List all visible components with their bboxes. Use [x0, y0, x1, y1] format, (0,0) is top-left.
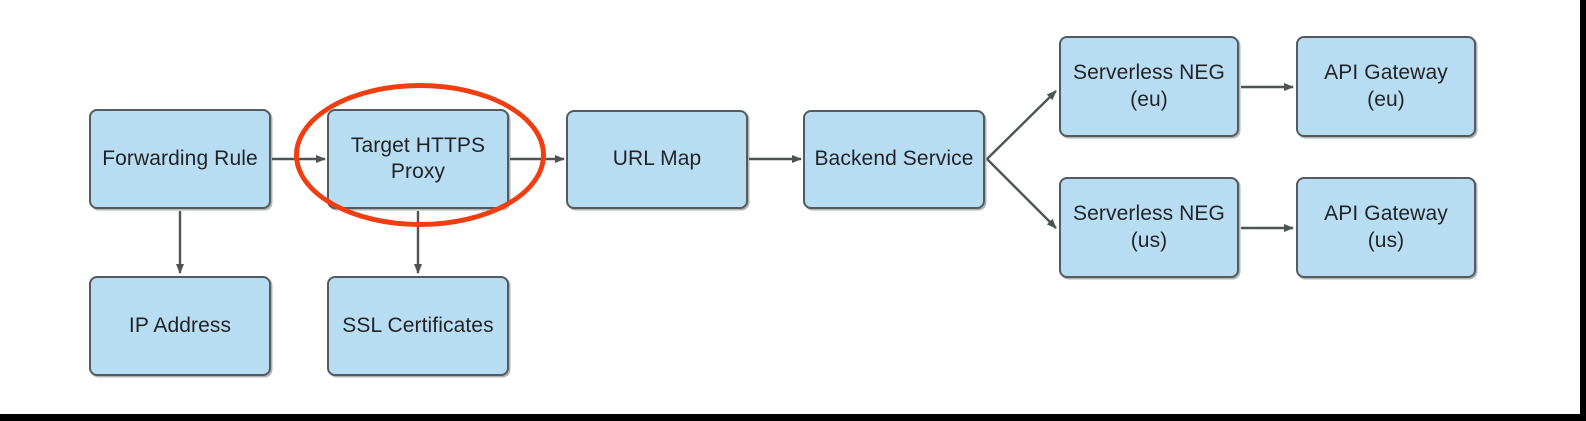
node-url-map[interactable]: URL Map — [566, 110, 748, 209]
node-label-ssl-certificates: SSL Certificates — [342, 313, 494, 337]
frame-bar-bottom — [0, 414, 1586, 421]
edge-backend-to-neg-eu — [986, 90, 1057, 160]
node-ssl-certificates[interactable]: SSL Certificates — [327, 276, 509, 376]
highlight-ellipse-target-https-proxy — [294, 83, 546, 227]
node-ip-address[interactable]: IP Address — [89, 276, 271, 376]
edge-backend-to-neg-us — [986, 158, 1057, 229]
node-api-gateway-us[interactable]: API Gateway (us) — [1296, 177, 1476, 278]
node-label-serverless-neg-us: Serverless NEG (us) — [1073, 202, 1225, 252]
node-api-gateway-eu[interactable]: API Gateway (eu) — [1296, 36, 1476, 137]
node-label-serverless-neg-eu: Serverless NEG (eu) — [1073, 61, 1225, 111]
node-label-ip-address: IP Address — [128, 313, 232, 337]
node-label-forwarding-rule: Forwarding Rule — [102, 146, 258, 170]
node-serverless-neg-us[interactable]: Serverless NEG (us) — [1059, 177, 1239, 278]
node-forwarding-rule[interactable]: Forwarding Rule — [89, 109, 271, 209]
node-label-url-map: URL Map — [612, 147, 702, 171]
frame-bar-right — [1580, 0, 1586, 421]
node-label-api-gateway-eu: API Gateway (eu) — [1324, 61, 1448, 111]
node-label-api-gateway-us: API Gateway (us) — [1324, 202, 1448, 252]
node-backend-service[interactable]: Backend Service — [803, 110, 985, 209]
node-label-backend-service: Backend Service — [814, 147, 974, 171]
node-serverless-neg-eu[interactable]: Serverless NEG (eu) — [1059, 36, 1239, 137]
